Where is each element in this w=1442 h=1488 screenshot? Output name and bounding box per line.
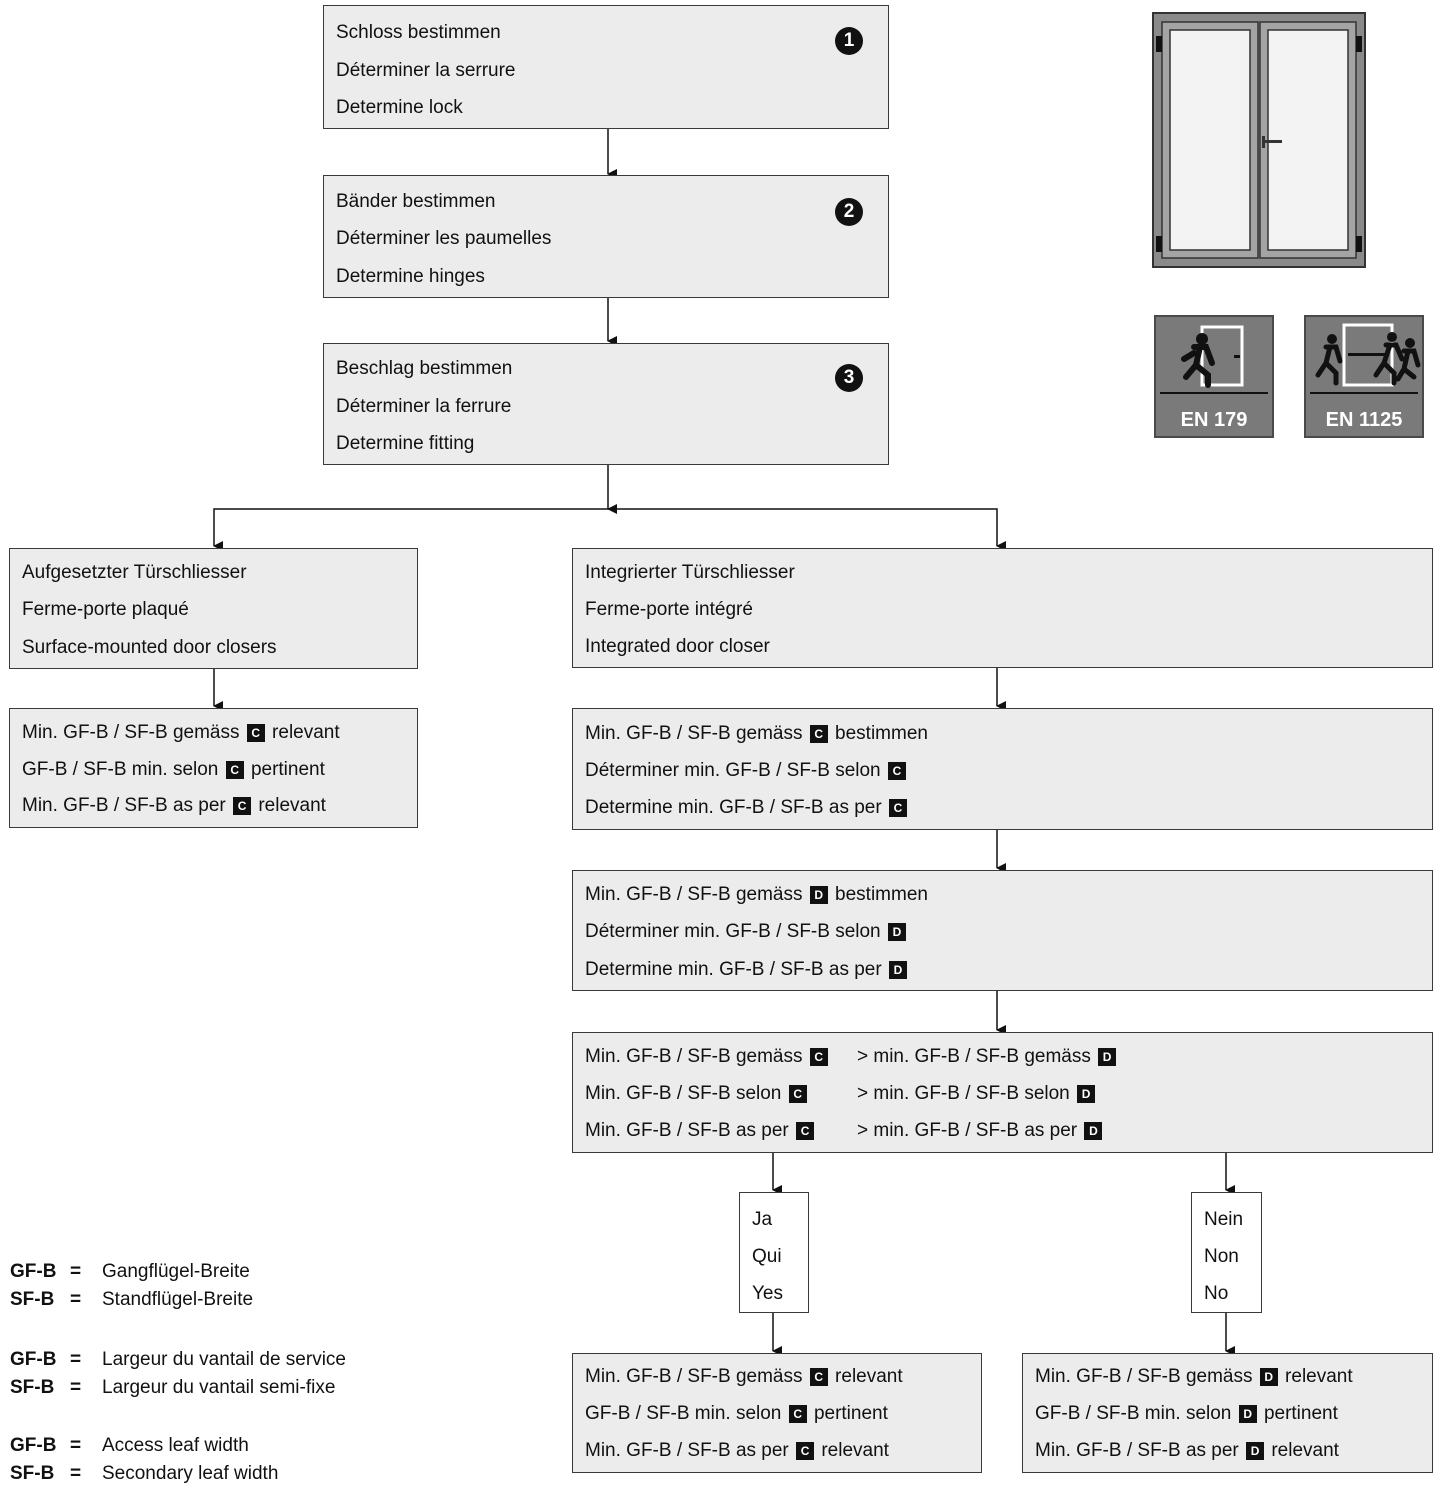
legend-row: GF-B=Access leaf width [10, 1435, 249, 1456]
tag-c: C [809, 725, 828, 743]
compare-en-right: > min. GF-B / SF-B as per D [857, 1120, 1104, 1142]
tag-d: D [809, 886, 828, 904]
determine-c-box: Min. GF-B / SF-B gemäss C bestimmen Déte… [572, 708, 1433, 830]
tag-c: C [788, 1085, 807, 1103]
integrated-fr: Ferme-porte intégré [585, 599, 753, 620]
result-no-en: Min. GF-B / SF-B as per D relevant [1035, 1440, 1339, 1461]
step-2-fr: Déterminer les paumelles [336, 228, 552, 249]
step-2-number: 2 [835, 198, 863, 226]
tag-d: D [888, 961, 907, 979]
legend-row: SF-B=Largeur du vantail semi-fixe [10, 1377, 336, 1398]
result-yes-en: Min. GF-B / SF-B as per C relevant [585, 1440, 889, 1461]
surface-fr: Ferme-porte plaqué [22, 599, 189, 620]
surface-de: Aufgesetzter Türschliesser [22, 562, 247, 583]
integrated-de: Integrierter Türschliesser [585, 562, 795, 583]
determine-d-fr: Déterminer min. GF-B / SF-B selon D [585, 921, 908, 943]
step-3-box: Beschlag bestimmen Déterminer la ferrure… [323, 343, 889, 465]
legend-row: GF-B=Largeur du vantail de service [10, 1349, 346, 1370]
tag-d: D [1246, 1442, 1265, 1460]
surface-result-fr: GF-B / SF-B min. selon C pertinent [22, 759, 325, 780]
step-3-de: Beschlag bestimmen [336, 358, 513, 379]
en179-sign: EN 179 [1154, 315, 1274, 438]
result-yes-fr: GF-B / SF-B min. selon C pertinent [585, 1403, 888, 1424]
integrated-en: Integrated door closer [585, 636, 770, 657]
result-no-de: Min. GF-B / SF-B gemäss D relevant [1035, 1366, 1353, 1387]
result-no-fr: GF-B / SF-B min. selon D pertinent [1035, 1403, 1338, 1424]
tag-c: C [788, 1405, 807, 1423]
tag-c: C [887, 762, 906, 780]
step-2-de: Bänder bestimmen [336, 191, 496, 212]
compare-en-left: Min. GF-B / SF-B as per C [585, 1120, 816, 1142]
determine-c-de: Min. GF-B / SF-B gemäss C bestimmen [585, 723, 928, 744]
tag-d: D [887, 923, 906, 941]
tag-c: C [796, 1442, 815, 1460]
determine-d-box: Min. GF-B / SF-B gemäss D bestimmen Déte… [572, 870, 1433, 991]
no-de: Nein [1204, 1209, 1244, 1230]
step-1-number: 1 [835, 27, 863, 55]
compare-fr-left: Min. GF-B / SF-B selon C [585, 1083, 809, 1105]
legend-row: SF-B=Standflügel-Breite [10, 1289, 254, 1310]
compare-box: Min. GF-B / SF-B gemäss C > min. GF-B / … [572, 1032, 1433, 1153]
yes-de: Ja [752, 1209, 773, 1230]
step-3-en: Determine fitting [336, 433, 475, 454]
step-2-en: Determine hinges [336, 266, 485, 287]
tag-c: C [233, 797, 252, 815]
result-yes-de: Min. GF-B / SF-B gemäss C relevant [585, 1366, 903, 1387]
legend-row: GF-B=Gangflügel-Breite [10, 1261, 250, 1282]
double-door-illustration [1152, 12, 1366, 268]
en1125-label: EN 1125 [1325, 409, 1403, 431]
integrated-closer-box: Integrierter Türschliesser Ferme-porte i… [572, 548, 1433, 668]
step-1-fr: Déterminer la serrure [336, 60, 516, 81]
compare-de-left: Min. GF-B / SF-B gemäss C [585, 1046, 830, 1068]
determine-d-de: Min. GF-B / SF-B gemäss D bestimmen [585, 884, 928, 905]
en179-label: EN 179 [1180, 409, 1248, 431]
panic-exit-icon [1310, 323, 1421, 394]
step-3-fr: Déterminer la ferrure [336, 396, 512, 417]
surface-closer-box: Aufgesetzter Türschliesser Ferme-porte p… [9, 548, 418, 669]
determine-c-fr: Déterminer min. GF-B / SF-B selon C [585, 760, 908, 782]
tag-c: C [246, 724, 265, 742]
legend-fr: GF-B=Largeur du vantail de service SF-B=… [10, 1346, 346, 1402]
step-1-de: Schloss bestimmen [336, 22, 501, 43]
tag-c: C [888, 799, 907, 817]
determine-c-en: Determine min. GF-B / SF-B as per C [585, 797, 909, 819]
surface-result-en: Min. GF-B / SF-B as per C relevant [22, 795, 326, 816]
compare-de-right: > min. GF-B / SF-B gemäss D [857, 1046, 1118, 1068]
compare-fr-right: > min. GF-B / SF-B selon D [857, 1083, 1097, 1105]
yes-fr: Qui [752, 1246, 782, 1267]
result-yes-box: Min. GF-B / SF-B gemäss C relevant GF-B … [572, 1353, 982, 1473]
legend-de: GF-B=Gangflügel-Breite SF-B=Standflügel-… [10, 1258, 253, 1314]
yes-box: Ja Qui Yes [739, 1192, 809, 1313]
tag-d: D [1084, 1122, 1103, 1140]
surface-en: Surface-mounted door closers [22, 637, 277, 658]
tag-c: C [809, 1368, 828, 1386]
yes-en: Yes [752, 1283, 783, 1304]
step-2-box: Bänder bestimmen Déterminer les paumelle… [323, 175, 889, 298]
legend-en: GF-B=Access leaf width SF-B=Secondary le… [10, 1432, 278, 1488]
legend-row: SF-B=Secondary leaf width [10, 1463, 279, 1484]
surface-result-box: Min. GF-B / SF-B gemäss C relevant GF-B … [9, 708, 418, 828]
step-1-box: Schloss bestimmen Déterminer la serrure … [323, 5, 889, 129]
no-fr: Non [1204, 1246, 1239, 1267]
tag-d: D [1077, 1085, 1096, 1103]
tag-d: D [1238, 1405, 1257, 1423]
emergency-exit-icon [1160, 325, 1268, 394]
tag-c: C [225, 761, 244, 779]
no-en: No [1204, 1283, 1229, 1304]
tag-d: D [1098, 1048, 1117, 1066]
tag-c: C [796, 1122, 815, 1140]
result-no-box: Min. GF-B / SF-B gemäss D relevant GF-B … [1022, 1353, 1433, 1473]
en1125-sign: EN 1125 [1304, 315, 1424, 438]
determine-d-en: Determine min. GF-B / SF-B as per D [585, 959, 909, 981]
tag-d: D [1259, 1368, 1278, 1386]
tag-c: C [809, 1048, 828, 1066]
step-1-en: Determine lock [336, 97, 463, 118]
surface-result-de: Min. GF-B / SF-B gemäss C relevant [22, 722, 340, 743]
no-box: Nein Non No [1191, 1192, 1262, 1313]
step-3-number: 3 [835, 364, 863, 392]
